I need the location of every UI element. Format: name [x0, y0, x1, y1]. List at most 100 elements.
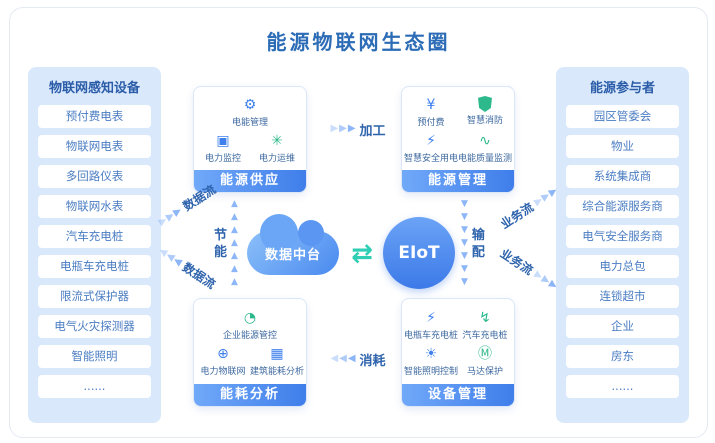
energy-participants-panel-title: 能源参与者 [589, 81, 655, 96]
participant-item: 电气安全服务商 [566, 225, 679, 248]
energy-analysis-box: ◔ 企业能源管控 ⊕ 电力物联网 ▦ 建筑能耗分析 能耗分析 [193, 298, 307, 407]
participant-item: 电力总包 [566, 255, 679, 278]
fire-shield-icon [478, 96, 492, 112]
feature-item: ✳ 电力运维 [250, 132, 304, 164]
data-flow-arrow-top: ▶▶▶ 数据流 [152, 179, 222, 232]
feature-label: 电瓶车充电桩 [404, 330, 459, 341]
device-item: 智能照明 [38, 345, 151, 368]
device-item: 多回路仪表 [38, 165, 151, 188]
energy-management-icon: ⚙ [243, 97, 257, 113]
participant-item: 企业 [566, 315, 679, 338]
cloud-label: 数据中台 [264, 247, 321, 263]
chevron-left-icon: ◀◀◀ [330, 353, 356, 364]
feature-item: ⊕ 电力物联网 [196, 345, 250, 377]
feature-item: ☀ 智能照明控制 [404, 345, 458, 377]
participant-item: ...... [566, 375, 679, 398]
feature-item: ¥ 预付费 [404, 96, 458, 128]
feature-item: ↯ 汽车充电桩 [458, 309, 512, 341]
iot-devices-panel-title: 物联网感知设备 [48, 81, 140, 96]
energy-analysis-title: 能耗分析 [194, 384, 306, 406]
prepaid-icon: ¥ [426, 97, 436, 113]
device-management-features: ⚡ 电瓶车充电桩 ↯ 汽车充电桩 ☀ 智能照明控制 Ⓜ 马达保护 [402, 299, 514, 384]
energy-supply-box: ⚙ 电能管理 ▣ 电力监控 ✳ 电力运维 能源供应 [193, 86, 307, 193]
processing-arrow: ▶▶▶ 加工 [313, 119, 403, 139]
business-flow-arrow-bottom: 业务流 ▶▶▶ [494, 243, 564, 296]
energy-saving-label: 节能 [213, 227, 227, 260]
power-quality-icon: ∿ [479, 133, 491, 149]
business-flow-label-top: 业务流 [498, 200, 536, 232]
feature-label: 建筑能耗分析 [250, 367, 305, 378]
feature-item: ⚡ 电瓶车充电桩 [404, 309, 458, 341]
page-title: 能源物联网生态圈 [266, 30, 451, 54]
feature-label: 企业能源管控 [222, 330, 277, 341]
device-management-box: ⚡ 电瓶车充电桩 ↯ 汽车充电桩 ☀ 智能照明控制 Ⓜ 马达保护 设备管理 [401, 298, 515, 407]
feature-item: ▦ 建筑能耗分析 [250, 345, 304, 377]
feature-label: 智能照明控制 [404, 367, 459, 378]
distribution-label: 输配 [471, 227, 485, 260]
feature-item: ▣ 电力监控 [196, 132, 250, 164]
device-management-title: 设备管理 [402, 384, 514, 406]
power-monitoring-icon: ▣ [216, 133, 230, 149]
participant-item: 综合能源服务商 [566, 195, 679, 218]
device-item: 限流式保护器 [38, 285, 151, 308]
iot-devices-panel: 物联网感知设备 预付费电表物联网电表多回路仪表物联网水表汽车充电桩电瓶车充电桩限… [28, 67, 161, 423]
business-flow-label-bottom: 业务流 [497, 246, 536, 278]
energy-management-title: 能源管理 [402, 170, 514, 192]
device-item: 电气火灾探测器 [38, 315, 151, 338]
chevron-down-icon: ▼▼▼▼▼▼▼ [461, 199, 468, 287]
energy-management-features: ¥ 预付费 智慧消防 ⚡ 智慧安全用电 ∿ 电能质量监测 [402, 87, 514, 170]
data-flow-arrow-bottom: ◀◀◀ 数据流 [152, 241, 222, 294]
participants-list: 园区管委会物业系统集成商综合能源服务商电气安全服务商电力总包连锁超市企业房东..… [556, 105, 689, 398]
smart-lighting-icon: ☀ [424, 346, 438, 363]
chevron-right-icon: ▶▶▶ [330, 123, 356, 134]
building-energy-icon: ▦ [270, 346, 284, 363]
distribution-arrow: ▼▼▼▼▼▼▼ 输配 [461, 198, 486, 289]
feature-item: 智慧消防 [458, 96, 512, 128]
device-item: 物联网电表 [38, 135, 151, 158]
energy-supply-title: 能源供应 [194, 170, 306, 192]
power-iot-globe-icon: ⊕ [217, 346, 229, 363]
car-charging-icon: ↯ [479, 309, 491, 326]
eiot-label: EIoT [398, 243, 440, 263]
feature-label: 电力物联网 [200, 367, 246, 378]
device-item: 电瓶车充电桩 [38, 255, 151, 278]
safe-electricity-icon: ⚡ [426, 133, 436, 149]
feature-label: 智慧安全用电 [404, 154, 459, 164]
feature-label: 智慧消防 [466, 116, 503, 126]
participant-item: 房东 [566, 345, 679, 368]
feature-item: ⚙ 电能管理 [196, 96, 304, 128]
enterprise-energy-gauge-icon: ◔ [243, 309, 257, 326]
data-exchange-arrows-icon: ⇄ [351, 239, 373, 269]
feature-item: Ⓜ 马达保护 [458, 345, 512, 377]
energy-analysis-features: ◔ 企业能源管控 ⊕ 电力物联网 ▦ 建筑能耗分析 [194, 299, 306, 384]
iot-devices-list: 预付费电表物联网电表多回路仪表物联网水表汽车充电桩电瓶车充电桩限流式保护器电气火… [28, 105, 161, 398]
energy-participants-panel: 能源参与者 园区管委会物业系统集成商综合能源服务商电气安全服务商电力总包连锁超市… [556, 67, 689, 423]
feature-label: 电能质量监测 [458, 154, 513, 164]
participant-item: 园区管委会 [566, 105, 679, 128]
participant-item: 连锁超市 [566, 285, 679, 308]
consumption-label: 消耗 [359, 353, 386, 369]
feature-label: 马达保护 [466, 367, 503, 378]
feature-label: 电力运维 [258, 154, 295, 164]
device-item: 物联网水表 [38, 195, 151, 218]
energy-supply-features: ⚙ 电能管理 ▣ 电力监控 ✳ 电力运维 [194, 87, 306, 170]
diagram-stage: 能源物联网生态圈 物联网感知设备 预付费电表物联网电表多回路仪表物联网水表汽车充… [9, 7, 708, 438]
feature-label: 电能管理 [231, 118, 268, 128]
processing-label: 加工 [359, 123, 386, 139]
consumption-arrow: ◀◀◀ 消耗 [313, 349, 403, 369]
feature-item: ◔ 企业能源管控 [196, 309, 304, 341]
feature-item: ⚡ 智慧安全用电 [404, 132, 458, 164]
ebike-charging-icon: ⚡ [426, 309, 436, 326]
feature-label: 汽车充电桩 [462, 330, 508, 341]
feature-label: 预付费 [417, 118, 445, 128]
feature-item: ∿ 电能质量监测 [458, 132, 512, 164]
chevron-up-icon: ▲▲▲▲▲▲▲ [231, 199, 238, 287]
energy-saving-arrow: 节能 ▲▲▲▲▲▲▲ [213, 198, 238, 289]
device-item: ...... [38, 375, 151, 398]
feature-label: 电力监控 [204, 154, 241, 164]
eiot-platform-circle: EIoT [383, 217, 455, 289]
data-platform-cloud: 数据中台 [247, 214, 339, 275]
energy-management-box: ¥ 预付费 智慧消防 ⚡ 智慧安全用电 ∿ 电能质量监测 能源管理 [401, 86, 515, 193]
participant-item: 系统集成商 [566, 165, 679, 188]
device-item: 汽车充电桩 [38, 225, 151, 248]
